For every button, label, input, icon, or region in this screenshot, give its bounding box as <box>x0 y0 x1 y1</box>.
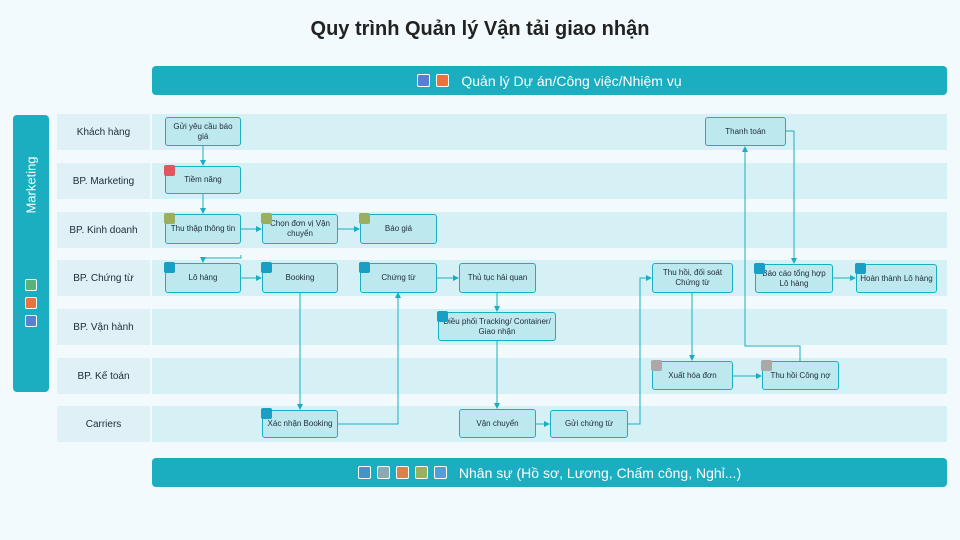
connector <box>628 275 652 425</box>
node-xac-nhan[interactable]: Xác nhận Booking <box>262 410 338 438</box>
flag-icon <box>25 297 37 309</box>
lane-label: BP. Kinh doanh <box>57 212 150 248</box>
connector <box>786 130 797 264</box>
project-management-bar[interactable]: Quản lý Dự án/Công việc/Nhiệm vụ <box>152 66 947 95</box>
team-icon <box>376 466 390 479</box>
logistics-icon <box>261 262 272 273</box>
sales-icon <box>261 213 272 224</box>
node-gui-chung-tu[interactable]: Gửi chứng từ <box>550 410 628 438</box>
hr-bar[interactable]: Nhân sự (Hồ sơ, Lương, Chấm công, Nghỉ..… <box>152 458 947 487</box>
hr-label: Nhân sự (Hồ sơ, Lương, Chấm công, Nghỉ..… <box>458 464 742 481</box>
node-dieu-phoi[interactable]: Điều phối Tracking/ Container/ Giao nhận <box>438 312 556 341</box>
node-bao-gia[interactable]: Báo giá <box>360 214 437 244</box>
connector <box>200 255 242 263</box>
project-management-label: Quản lý Dự án/Công việc/Nhiệm vụ <box>461 72 682 89</box>
lane-label: Khách hàng <box>57 114 150 150</box>
sales-icon <box>359 213 370 224</box>
profile-icon <box>357 466 371 479</box>
logistics-icon <box>855 263 866 274</box>
page-title: Quy trình Quản lý Vận tải giao nhận <box>310 18 650 40</box>
lane-label: BP. Vận hành <box>57 309 150 345</box>
lane-marketing <box>152 163 947 199</box>
rocket-icon <box>417 74 431 87</box>
node-tiem-nang[interactable]: Tiềm năng <box>165 166 241 194</box>
sales-icon <box>164 213 175 224</box>
connector <box>338 292 401 425</box>
node-thu-hoi-doi-soat[interactable]: Thu hồi, đối soát Chứng từ <box>652 263 733 293</box>
lane-label: Carriers <box>57 406 150 442</box>
lane-label: BP. Chứng từ <box>57 260 150 296</box>
megaphone-icon <box>25 279 37 291</box>
logistics-icon <box>261 408 272 419</box>
briefcase-icon <box>395 466 409 479</box>
node-thu-tuc[interactable]: Thủ tục hải quan <box>459 263 536 293</box>
invoice-icon <box>761 360 772 371</box>
node-chon-don-vi[interactable]: Chọn đơn vị Vận chuyển <box>262 214 338 244</box>
chart-icon <box>25 315 37 327</box>
target-icon <box>433 466 447 479</box>
node-hoan-thanh[interactable]: Hoàn thành Lô hàng <box>856 264 937 293</box>
lane-label: BP. Marketing <box>57 163 150 199</box>
logistics-icon <box>754 263 765 274</box>
node-xuat-hoa-don[interactable]: Xuất hóa đơn <box>652 361 733 390</box>
invoice-icon <box>651 360 662 371</box>
heart-icon <box>164 165 175 176</box>
node-chung-tu[interactable]: Chứng từ <box>360 263 437 293</box>
connector <box>742 146 801 361</box>
marketing-sidebar[interactable]: Marketing <box>13 115 49 392</box>
node-thanh-toan[interactable]: Thanh toán <box>705 117 786 146</box>
node-thu-hoi-cong-no[interactable]: Thu hồi Công nợ <box>762 361 839 390</box>
lane-label: BP. Kế toán <box>57 358 150 394</box>
node-thu-thap[interactable]: Thu thập thông tin <box>165 214 241 244</box>
node-booking[interactable]: Booking <box>262 263 338 293</box>
node-van-chuyen[interactable]: Vận chuyển <box>459 409 536 438</box>
node-gui-yeu-cau[interactable]: Gửi yêu cầu báo giá <box>165 117 241 146</box>
person-icon <box>436 74 450 87</box>
lane-khach-hang <box>152 114 947 150</box>
logistics-icon <box>359 262 370 273</box>
logistics-icon <box>164 262 175 273</box>
user-card-icon <box>414 466 428 479</box>
node-bao-cao[interactable]: Báo cáo tổng hợp Lô hàng <box>755 264 833 293</box>
logistics-icon <box>437 311 448 322</box>
node-lo-hang[interactable]: Lô hàng <box>165 263 241 293</box>
